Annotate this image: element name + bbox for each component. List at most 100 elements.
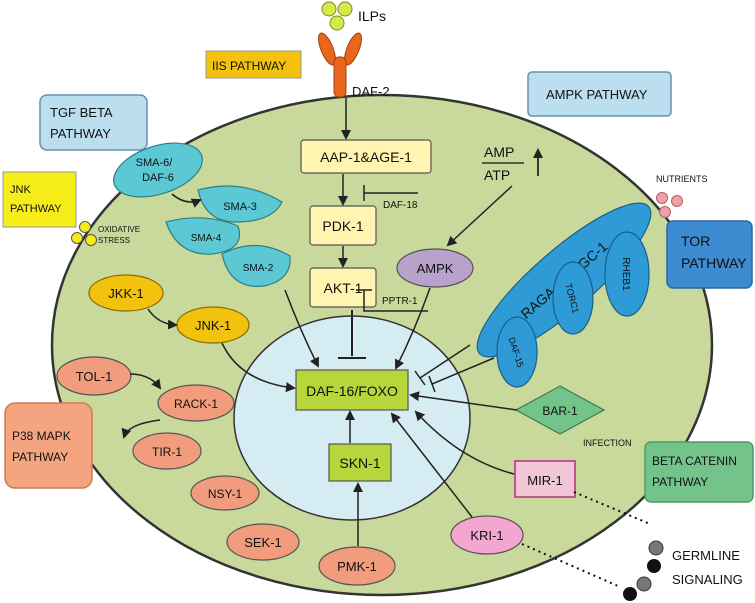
edge-akt1-inhibits-daf16 — [338, 310, 366, 359]
pdk1-box — [309, 205, 377, 246]
germline-dot — [623, 587, 637, 601]
kri1-node — [450, 515, 524, 555]
jkk1-node — [88, 274, 164, 312]
daf16-foxo-label: DAF-16/FOXO — [306, 383, 398, 399]
rack1-label: RACK-1 — [174, 397, 218, 411]
edge-jnk1-to-daf16 — [221, 342, 296, 393]
p38-pathway-label: P38 MAPK — [12, 429, 71, 443]
bar1-label: BAR-1 — [542, 404, 578, 418]
jnk-pathway-label: JNK — [10, 184, 31, 196]
ampk-label: AMPK — [417, 261, 454, 276]
edge-bar1-to-daf16 — [409, 391, 518, 411]
oxidative-stress-label: STRESS — [98, 236, 130, 245]
sma2-label: SMA-2 — [243, 263, 274, 274]
edge-rack1-to-tir1 — [121, 419, 161, 439]
iis-pathway-label: IIS PATHWAY — [212, 59, 286, 73]
tol1-label: TOL-1 — [76, 369, 113, 384]
oxidative-dot — [85, 234, 97, 246]
kri1-label: KRI-1 — [470, 528, 503, 543]
skn1-label: SKN-1 — [339, 455, 380, 471]
amp-label: AMP — [484, 144, 514, 160]
pmk1-node — [318, 546, 396, 586]
tor-pathway-label: PATHWAY — [681, 255, 747, 271]
sma4-label: SMA-4 — [191, 233, 222, 244]
ampk-pathway-label: AMPK PATHWAY — [546, 87, 648, 102]
oxidative-dot — [79, 221, 91, 233]
daf2-receptor — [318, 32, 362, 98]
mir1-label: MIR-1 — [527, 473, 562, 488]
germline-dot — [648, 540, 664, 556]
akt1-box — [309, 267, 377, 308]
jnk1-label: JNK-1 — [195, 318, 231, 333]
sma6-daf6-label: DAF-6 — [142, 172, 174, 184]
edge-daf18-inhibits — [363, 185, 418, 201]
jnk-pathway-box — [2, 171, 77, 228]
sek1-node — [226, 523, 300, 561]
sma2-node — [221, 244, 291, 287]
beta-catenin-pathway-box — [644, 441, 754, 503]
tgf-pathway-label: PATHWAY — [50, 126, 111, 141]
nsy1-node — [190, 475, 260, 511]
rheb1-label: RHEB1 — [620, 257, 631, 291]
pptr1-label: PPTR-1 — [382, 296, 418, 307]
infection-label: INFECTION — [583, 438, 632, 448]
bar1-node — [514, 385, 606, 435]
daf2-label: DAF-2 — [352, 84, 390, 99]
germline-signaling-label: GERMLINE — [672, 548, 740, 563]
beta-catenin-pathway-label: BETA CATENIN — [652, 454, 737, 468]
tor-pathway-label: TOR — [681, 233, 710, 249]
oxidative-dot — [71, 232, 83, 244]
germline-dot — [647, 559, 661, 573]
germline-dotted-line — [573, 491, 651, 525]
akt1-label: AKT-1 — [324, 280, 363, 296]
edge-jkk1-to-jnk1 — [147, 308, 178, 330]
jkk1-label: JKK-1 — [108, 286, 143, 301]
aap1-age1-label: AAP-1&AGE-1 — [320, 149, 412, 165]
tir1-node — [132, 432, 202, 470]
tgf-pathway-box — [39, 94, 148, 151]
sek1-label: SEK-1 — [244, 535, 282, 550]
atp-label: ATP — [484, 167, 510, 183]
daf15-node — [496, 316, 538, 388]
iis-pathway-box — [205, 50, 302, 79]
skn1-box — [328, 443, 392, 482]
sma3-node — [197, 185, 283, 223]
germline-dot — [636, 576, 652, 592]
rack1-node — [157, 384, 235, 422]
torc1-node — [552, 261, 594, 335]
ampk-node — [396, 248, 474, 288]
edge-mir1-to-daf16 — [414, 410, 515, 475]
p38-pathway-label: PATHWAY — [12, 450, 68, 464]
aap1-age1-box — [300, 139, 432, 174]
jnk-pathway-label: PATHWAY — [10, 203, 62, 215]
edge-sma6-to-sma3 — [171, 193, 202, 208]
ilp-dot — [329, 15, 345, 31]
edge-atp-to-ampk — [446, 185, 513, 247]
nsy1-label: NSY-1 — [208, 487, 243, 501]
edge-pptr1-inhibits — [356, 289, 428, 312]
nutrient-dot — [671, 195, 683, 207]
germline-signaling-label: SIGNALING — [672, 572, 743, 587]
beta-catenin-pathway-label: PATHWAY — [652, 475, 708, 489]
p38-pathway-box — [4, 402, 93, 489]
ilps-label: ILPs — [358, 8, 386, 24]
nutrient-dot — [659, 206, 671, 218]
edge-ampk-to-daf16 — [395, 287, 431, 370]
ilp-dot — [337, 1, 353, 17]
tir1-label: TIR-1 — [152, 445, 182, 459]
tol1-node — [56, 356, 132, 396]
daf18-label: DAF-18 — [383, 200, 418, 211]
sma4-node — [165, 217, 240, 255]
edge-tor-inhibits-daf16 — [414, 344, 471, 386]
sma6-daf6-node — [113, 142, 203, 198]
sma6-daf6-label: SMA-6/ — [136, 157, 174, 169]
nutrient-dot — [656, 192, 668, 204]
edge-daf15-inhibits-daf16 — [428, 357, 495, 393]
edge-sma2-to-daf16 — [284, 289, 319, 368]
nutrients-label: NUTRIENTS — [656, 174, 708, 184]
daf16-foxo-box — [295, 369, 409, 411]
pmk1-label: PMK-1 — [337, 559, 377, 574]
ilp-dot — [321, 1, 337, 17]
ampk-pathway-box — [527, 71, 672, 117]
